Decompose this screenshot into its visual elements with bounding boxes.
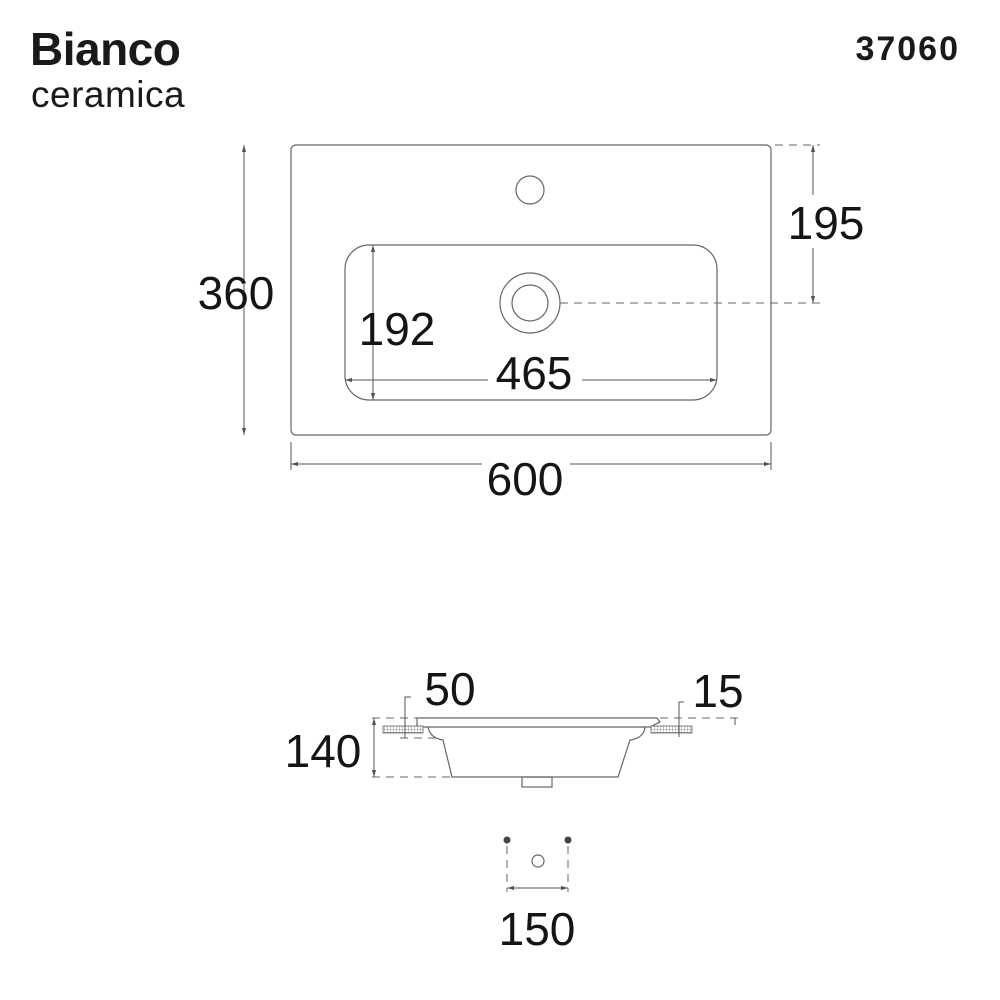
side-view: 140 50 15 xyxy=(285,663,744,788)
drain-offset-label: 195 xyxy=(788,197,865,249)
counter-thickness-line xyxy=(404,696,411,738)
drain-inner xyxy=(511,284,549,322)
brand-logo-bianco: Bianco xyxy=(30,23,181,75)
top-view: 360 600 192 465 195 xyxy=(198,144,865,505)
counter-thickness-label: 50 xyxy=(424,663,475,715)
bolt-right xyxy=(564,836,572,844)
tap-hole xyxy=(515,175,545,205)
product-code: 37060 xyxy=(855,30,960,68)
bolt-left xyxy=(503,836,511,844)
countertop-right xyxy=(650,725,693,734)
width-label: 600 xyxy=(487,453,564,505)
drain-outer xyxy=(499,272,561,334)
basin-outline xyxy=(344,244,718,401)
drain-stub xyxy=(521,776,553,788)
sink-outline xyxy=(290,144,772,436)
mount-view: 150 xyxy=(499,836,576,955)
basin-width-label: 465 xyxy=(496,347,573,399)
basin-depth-label: 192 xyxy=(359,303,436,355)
rim-height-label: 15 xyxy=(692,665,743,717)
rim-height-line xyxy=(678,701,684,737)
depth-label: 360 xyxy=(198,267,275,319)
drain-hole xyxy=(531,854,545,868)
countertop-left xyxy=(382,725,424,734)
brand-logo-ceramica: ceramica xyxy=(31,74,186,115)
bolt-spacing-label: 150 xyxy=(499,903,576,955)
height-label: 140 xyxy=(285,725,362,777)
